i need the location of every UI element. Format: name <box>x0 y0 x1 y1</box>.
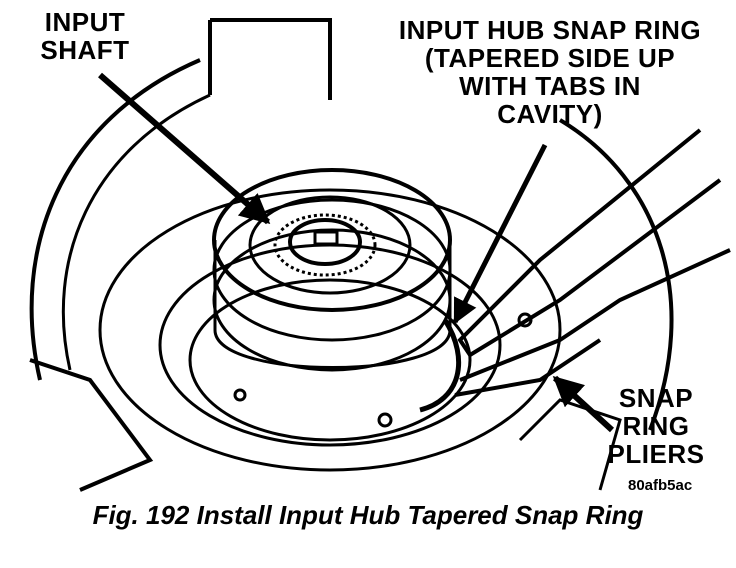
arrow-snap-ring <box>452 143 548 325</box>
snap-ring-pliers <box>457 128 722 358</box>
snap-ring <box>419 318 462 413</box>
shaft-key <box>313 230 339 246</box>
housing-outer-arc <box>29 58 201 381</box>
arrow-pliers <box>552 375 615 433</box>
outer-race <box>98 188 562 472</box>
bolt-hole-2 <box>377 412 393 428</box>
housing-wall <box>208 18 332 100</box>
inner-race <box>188 278 472 442</box>
hub-ring <box>248 195 412 295</box>
hub-groove-1 <box>212 198 452 342</box>
housing-lower-left <box>29 358 154 492</box>
housing-right-arc <box>558 118 674 431</box>
input-hub-snap-ring-label: INPUT HUB SNAP RING (TAPERED SIDE UP WIT… <box>398 15 702 129</box>
bolt-hole-1 <box>233 388 247 402</box>
figure-code: 80afb5ac <box>628 477 693 494</box>
arrow-input-shaft <box>98 72 271 225</box>
shaft-splines <box>273 213 377 277</box>
pliers-pivot <box>517 312 533 328</box>
hub-top <box>212 168 452 312</box>
hub-groove-2 <box>212 228 452 372</box>
pliers-jaw <box>454 248 731 397</box>
housing-inner-arc <box>61 93 211 371</box>
input-shaft-bore <box>288 218 362 266</box>
snap-ring-pliers-label: SNAP RING PLIERS <box>607 383 705 469</box>
transmission-illustration <box>29 18 731 492</box>
figure-caption: Fig. 192 Install Input Hub Tapered Snap … <box>92 500 644 530</box>
hub-body <box>213 240 452 369</box>
input-shaft-label: INPUT SHAFT <box>40 7 130 65</box>
